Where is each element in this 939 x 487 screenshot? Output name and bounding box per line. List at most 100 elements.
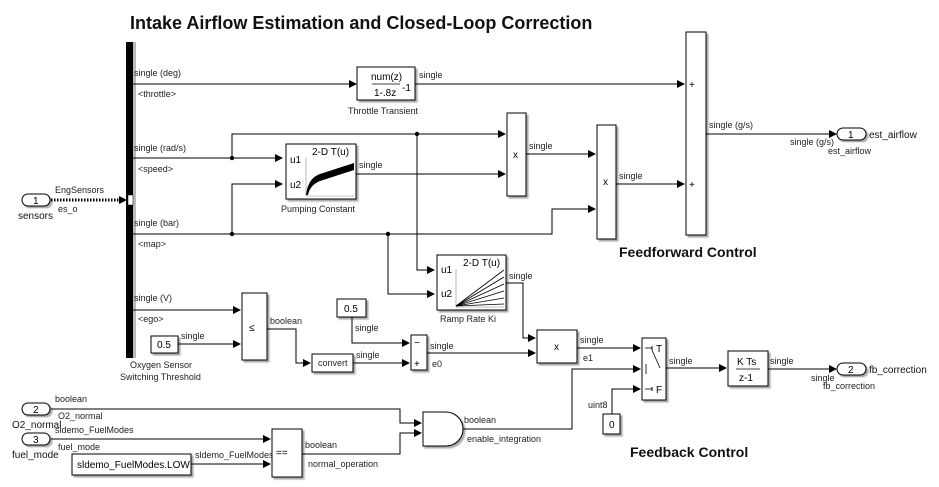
product-block-3[interactable]: x (536, 329, 578, 364)
signal-name-label: <speed> (138, 164, 173, 174)
signal-name-label: <ego> (138, 314, 164, 324)
signal-label: boolean (270, 316, 302, 326)
signal-label: single (430, 341, 454, 351)
constant-value: 0.5 (157, 340, 171, 351)
inport-sensors[interactable]: 1 (21, 193, 51, 207)
pumping-constant-block[interactable]: 2-D T(u) u1 u2 (285, 143, 357, 200)
switch-true-label: T (656, 344, 662, 355)
equal-symbol: == (276, 448, 288, 459)
switch-lever-icon (651, 349, 661, 369)
signal-type-label: single (deg) (134, 68, 181, 78)
signal-type-label: single (bar) (134, 218, 179, 228)
signal-label: es_o (58, 204, 78, 214)
signal-label: O2_normal (58, 411, 103, 421)
bus-input-port-icon (127, 194, 134, 206)
convert-block[interactable]: convert (311, 353, 354, 373)
block-label: Pumping Constant (281, 204, 356, 214)
outport-name: fb_correction (869, 365, 927, 376)
inport-name: O2_normal (12, 420, 61, 431)
wire-o2-normal (51, 408, 422, 427)
signal-name-label: <map> (138, 239, 166, 249)
tf-denominator: 1-.8z (374, 88, 396, 99)
signal-label: single (g/s) (709, 120, 753, 130)
tf-numerator: K Ts (737, 357, 756, 368)
outport-number: 1 (848, 130, 854, 141)
signal-name-label: <throttle> (138, 89, 176, 99)
signal-label: single (359, 160, 383, 170)
port-label: u2 (441, 289, 453, 300)
section-label-feedforward: Feedforward Control (619, 244, 757, 260)
block-label: Oxygen Sensor (130, 360, 192, 370)
discrete-integrator-block[interactable]: K Ts z-1 (727, 350, 769, 387)
port-label: u2 (290, 180, 302, 191)
lookup-header: 2-D T(u) (463, 258, 500, 269)
outport-est-airflow[interactable]: 1 (836, 127, 867, 141)
signal-type-label: single (V) (134, 293, 172, 303)
signal-label: single (770, 356, 794, 366)
enum-constant-block[interactable]: sldemo_FuelModes.LOW (71, 453, 192, 476)
outport-number: 2 (848, 365, 854, 376)
signal-label: sldemo_FuelModes (195, 450, 274, 460)
sum-sign: + (414, 359, 420, 370)
tf-exponent: -1 (402, 83, 411, 94)
lookup-lines-icon (455, 269, 505, 307)
wire-speed-branch (231, 130, 506, 158)
product-symbol: x (513, 150, 518, 161)
sum-block-error[interactable]: − + (410, 334, 428, 371)
and-gate-block[interactable] (422, 411, 464, 447)
tf-numerator: num(z) (371, 72, 402, 83)
wire-equal-out (302, 429, 422, 455)
product-block-2[interactable]: x (596, 124, 617, 240)
outport-fb-correction[interactable]: 2 (836, 362, 867, 376)
signal-type-label: single (rad/s) (134, 143, 186, 153)
inport-number: 2 (33, 405, 39, 416)
signal-label: single (669, 356, 693, 366)
equal-block[interactable]: == (271, 428, 303, 478)
lookup-curve-icon (306, 163, 354, 195)
signal-label: single (355, 323, 379, 333)
product-block-1[interactable]: x (506, 112, 527, 197)
signal-name: enable_integration (467, 434, 541, 444)
signal-label: fuel_mode (58, 442, 100, 452)
block-label: Throttle Transient (348, 106, 419, 116)
throttle-transient-block[interactable]: num(z) 1-.8z -1 (356, 66, 416, 101)
constant-value: sldemo_FuelModes.LOW (77, 460, 190, 471)
signal-label: boolean (464, 415, 496, 425)
signal-name: normal_operation (308, 459, 378, 469)
wire-enable-integration (463, 365, 641, 430)
switch-block[interactable]: T F (641, 337, 667, 401)
signal-name: e1 (583, 353, 593, 363)
ramp-rate-block[interactable]: 2-D T(u) u1 u2 (436, 254, 507, 311)
threshold-constant-block[interactable]: 0.5 (150, 335, 179, 354)
inport-number: 1 (33, 196, 39, 207)
diagram-title: Intake Airflow Estimation and Closed-Loo… (130, 13, 592, 33)
constant-value: 0.5 (344, 304, 358, 315)
block-label: Ramp Rate Ki (440, 314, 496, 324)
wire-const-out (351, 317, 410, 347)
inport-fuel-mode[interactable]: 3 (21, 432, 51, 446)
sum-block-feedforward[interactable]: + + (685, 31, 707, 236)
sum-sign: − (414, 338, 420, 349)
inport-name: sensors (18, 211, 53, 222)
signal-label: sldemo_FuelModes (55, 425, 134, 435)
tf-denominator: z-1 (739, 373, 753, 384)
wire-speed-to-ramp (416, 134, 435, 274)
compare-symbol: ≤ (249, 323, 255, 334)
section-label-feedback: Feedback Control (630, 444, 748, 460)
signal-name: e0 (432, 359, 442, 369)
signal-label: single (181, 331, 205, 341)
constant-value: 0 (609, 420, 615, 431)
constant-block-05[interactable]: 0.5 (336, 298, 367, 318)
inport-number: 3 (33, 435, 39, 446)
switch-false-label: F (656, 385, 662, 396)
signal-label: single (580, 335, 604, 345)
signal-label: boolean (55, 394, 87, 404)
sum-sign: + (689, 80, 695, 91)
constant-block-0[interactable]: 0 (602, 413, 621, 435)
signal-label: single (g/s) (790, 137, 834, 147)
wire-const0-out (611, 385, 641, 414)
inport-o2-normal[interactable]: 2 (21, 402, 51, 416)
inport-name: fuel_mode (12, 450, 59, 461)
compare-block[interactable]: ≤ (241, 292, 268, 361)
signal-label: fb_correction (823, 381, 875, 391)
